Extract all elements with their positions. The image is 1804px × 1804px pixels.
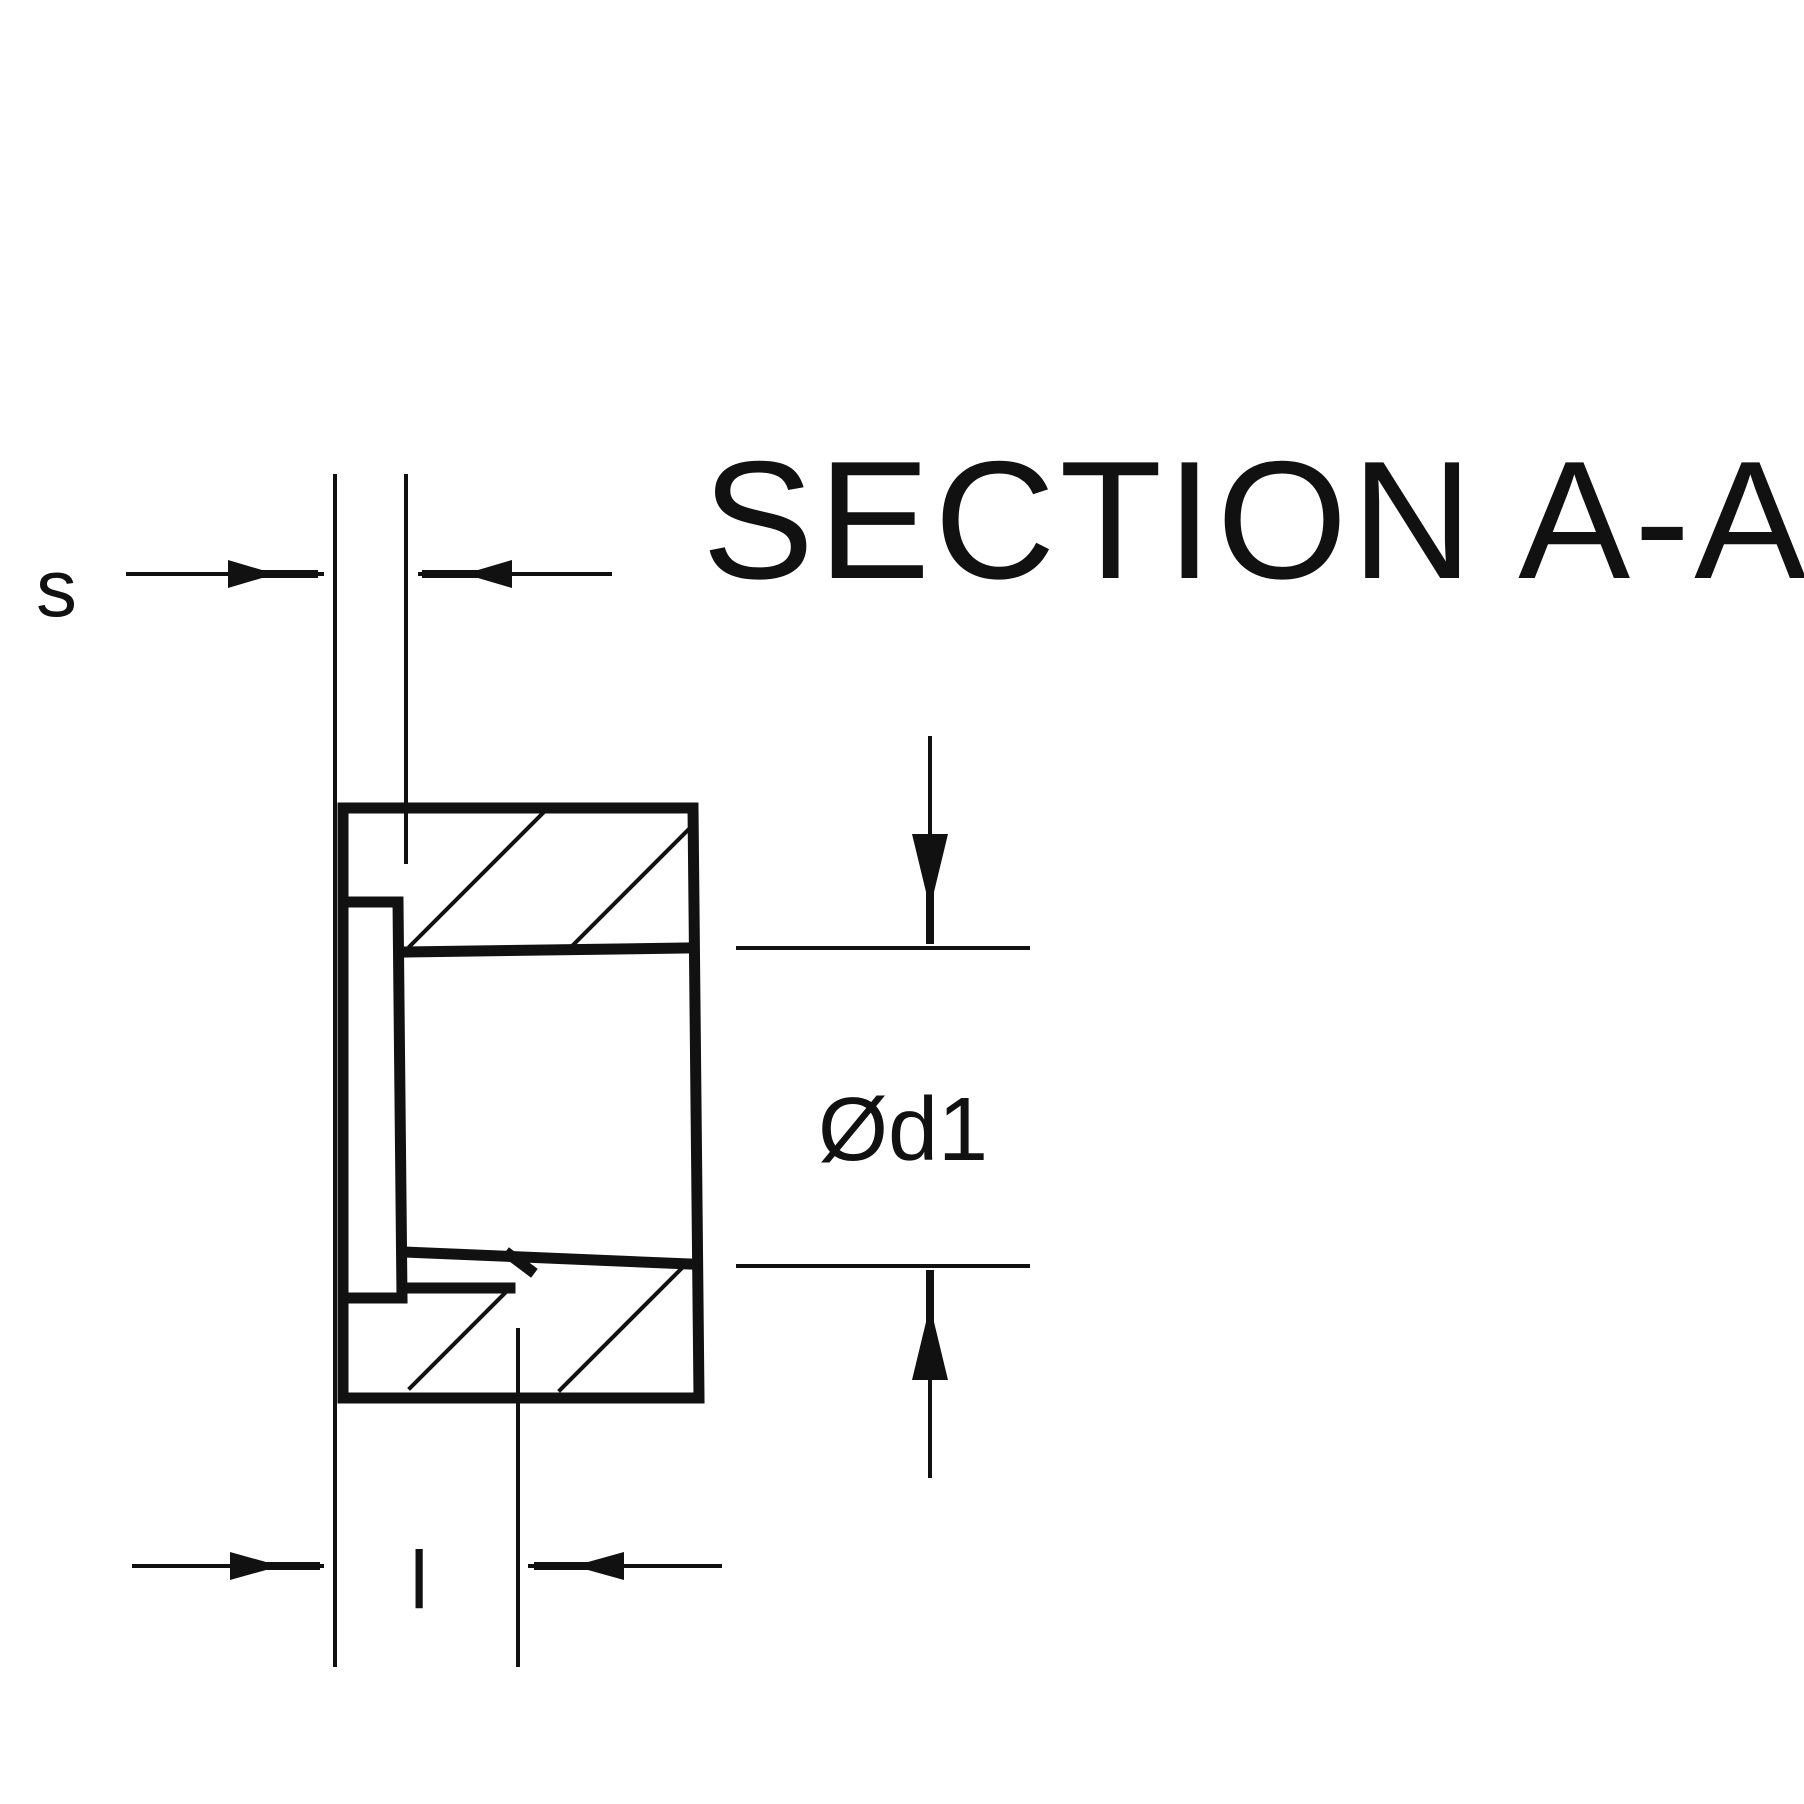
dimension-label-s: s	[36, 543, 77, 634]
part-outline	[337, 802, 705, 1404]
section-hatching	[407, 809, 693, 1393]
dimension-label-l: l	[410, 1535, 428, 1626]
dimension-s: s	[36, 543, 612, 634]
dimension-l: l	[132, 1535, 722, 1626]
section-title: SECTION A-A	[702, 426, 1804, 614]
dimension-label-d1: Ød1	[818, 1080, 988, 1180]
dimension-d1: Ød1	[818, 736, 988, 1478]
